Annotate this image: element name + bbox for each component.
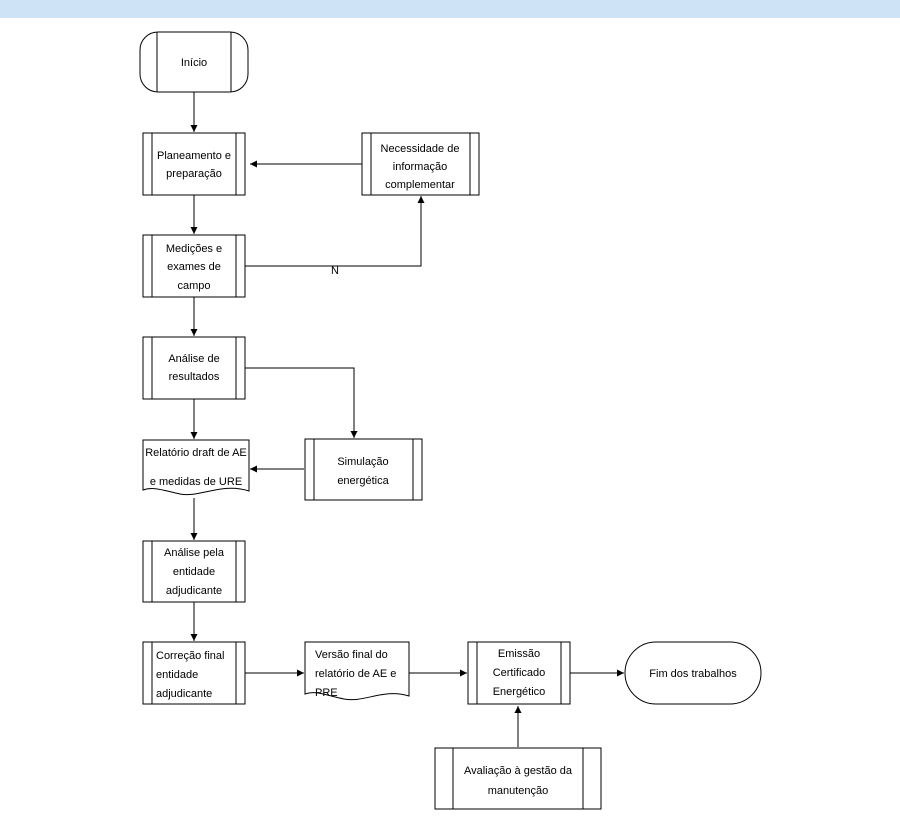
node-analise-entidade-line1: Análise pela [164,547,225,559]
node-medicoes: Medições e exames de campo [142,234,246,298]
node-analise-resultados-line2: resultados [169,371,220,383]
arrow-medicoes-necessidade [245,196,425,267]
node-necessidade-line3: complementar [385,179,455,191]
node-necessidade: Necessidade de informação complementar [361,132,480,196]
node-avaliacao-line1: Avaliação à gestão da [464,765,573,777]
node-analise-resultados-line1: Análise de [168,353,219,365]
node-correcao: Correção final entidade adjudicante [142,641,246,705]
connectors [190,92,624,747]
node-medicoes-line2: exames de [167,261,221,273]
node-relatorio-draft-line1: Relatório draft de AE [145,447,247,459]
node-planeamento: Planeamento e preparação [142,132,246,196]
node-emissao-line3: Energético [493,686,546,698]
node-emissao-line2: Certificado [493,667,546,679]
node-analise-entidade-line3: adjudicante [166,585,222,597]
node-versao-final-line1: Versão final do [315,649,388,661]
node-correcao-line1: Correção final [156,650,224,662]
node-versao-final: Versão final do relatório de AE e PRE [304,641,410,701]
node-relatorio-draft: Relatório draft de AE e medidas de URE [142,439,250,496]
node-necessidade-line2: informação [393,161,447,173]
node-versao-final-line2: relatório de AE e [315,668,396,680]
node-avaliacao-line2: manutenção [488,785,549,797]
node-medicoes-line1: Medições e [166,243,222,255]
node-simulacao-line2: energética [337,475,389,487]
node-inicio: Início [139,31,249,93]
node-correcao-line2: entidade [156,669,198,681]
node-analise-entidade: Análise pela entidade adjudicante [142,540,246,603]
node-versao-final-line3: PRE [315,687,338,699]
node-fim: Fim dos trabalhos [624,641,762,705]
node-fim-label: Fim dos trabalhos [649,668,737,680]
node-necessidade-line1: Necessidade de [381,143,460,155]
node-relatorio-draft-line2: e medidas de URE [150,476,242,488]
node-emissao-line1: Emissão [498,648,540,660]
node-analise-resultados: Análise de resultados [142,336,246,400]
node-simulacao: Simulação energética [304,438,423,501]
node-analise-entidade-line2: entidade [173,566,215,578]
arrow-analise-simulacao [245,367,358,438]
node-planeamento-line1: Planeamento e [157,150,231,162]
node-emissao: Emissão Certificado Energético [467,641,571,705]
node-simulacao-line1: Simulação [337,456,388,468]
node-medicoes-line3: campo [177,280,210,292]
top-banner [0,0,900,18]
node-inicio-label: Início [181,57,207,69]
node-planeamento-line2: preparação [166,168,222,180]
edge-label-n: N [331,265,339,277]
node-avaliacao: Avaliação à gestão da manutenção [434,747,602,810]
node-correcao-line3: adjudicante [156,688,212,700]
